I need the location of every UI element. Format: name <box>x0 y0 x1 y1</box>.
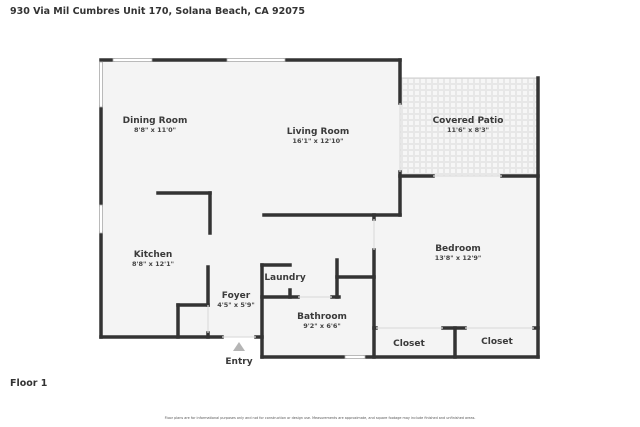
room-dims: 8'8" x 11'0" <box>133 126 177 134</box>
room-name: Closet <box>481 337 513 347</box>
windows <box>99 58 366 359</box>
walls <box>99 58 540 359</box>
floor-label: Floor 1 <box>10 378 48 389</box>
patio-floor <box>400 78 538 176</box>
room-name: Closet <box>393 339 425 349</box>
room-name: Covered Patio <box>432 116 504 126</box>
room-dims: 11'6" x 8'3" <box>446 126 490 134</box>
room-dims: 4'5" x 5'9" <box>217 301 255 309</box>
entry-label: Entry <box>225 357 253 367</box>
main-floor <box>101 60 400 357</box>
room-name: Living Room <box>286 127 350 137</box>
room-dims: 13'8" x 12'9" <box>434 254 482 262</box>
room-laundry: Laundry <box>264 273 305 283</box>
room-name: Kitchen <box>133 250 173 260</box>
room-name: Bathroom <box>297 312 347 322</box>
room-name: Dining Room <box>122 116 188 126</box>
listing-address: 930 Via Mil Cumbres Unit 170, Solana Bea… <box>10 6 306 17</box>
disclaimer: Floor plans are for informational purpos… <box>164 416 476 420</box>
room-dims: 8'8" x 12'1" <box>131 260 175 268</box>
entry-arrow-icon <box>233 342 245 351</box>
room-closet: Closet <box>481 337 513 347</box>
room-name: Laundry <box>264 273 306 283</box>
room-dims: 16'1" x 12'10" <box>292 137 344 145</box>
door-openings <box>207 103 534 338</box>
room-dims: 9'2" x 6'6" <box>303 322 341 330</box>
room-name: Bedroom <box>435 244 481 254</box>
room-name: Foyer <box>221 291 251 301</box>
room-closet: Closet <box>393 339 425 349</box>
